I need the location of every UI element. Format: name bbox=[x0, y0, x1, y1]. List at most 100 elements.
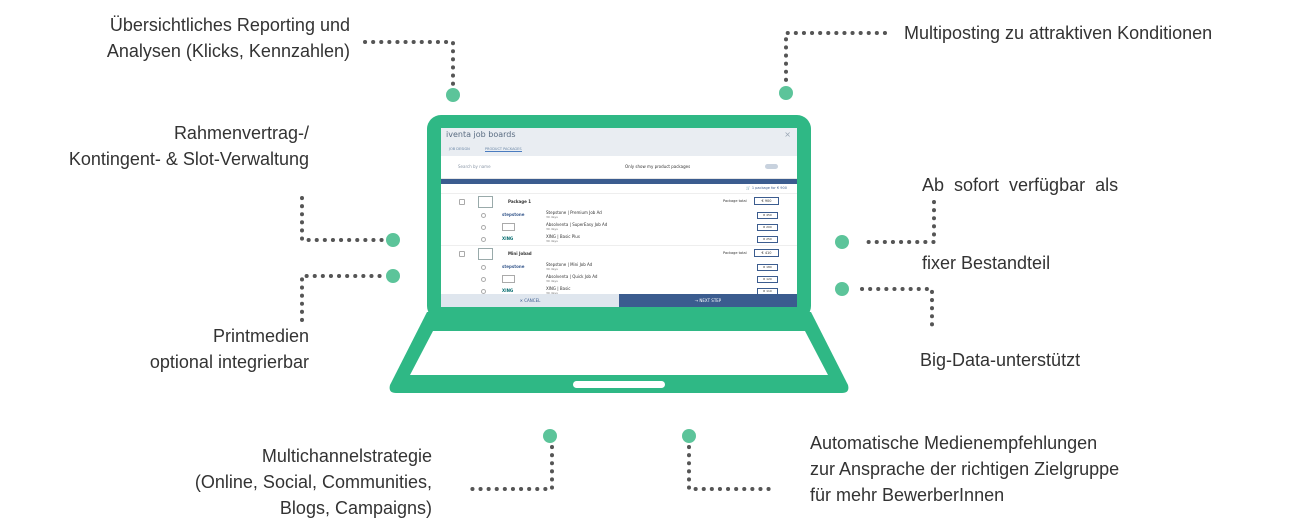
item-name: Stepstone | Premium Job Ad bbox=[546, 210, 602, 215]
package-total-label: Package total bbox=[723, 251, 747, 255]
item-days: 30 days bbox=[546, 239, 558, 243]
item-price: € 180 bbox=[757, 264, 778, 271]
package-checkbox[interactable] bbox=[459, 199, 465, 205]
cancel-button[interactable]: ✕ CANCEL bbox=[441, 294, 619, 307]
callout-line: (Online, Social, Communities, bbox=[194, 472, 432, 492]
callout-line: Printmedien bbox=[212, 326, 309, 346]
item-logo bbox=[502, 223, 515, 231]
callout-rahmenvertrag: Rahmenvertrag-/ Kontingent- & Slot-Verwa… bbox=[69, 120, 309, 172]
callout-reporting: Übersichtliches Reporting und Analysen (… bbox=[107, 12, 350, 64]
next-step-button[interactable]: → NEXT STEP bbox=[619, 294, 797, 307]
item-logo: XING bbox=[502, 236, 514, 241]
dot-multichannel bbox=[543, 429, 557, 443]
package-total: € 900 bbox=[754, 197, 779, 205]
callout-line: Automatische Medienempfehlungen bbox=[810, 433, 1098, 453]
callout-medien: Automatische Medienempfehlungen zur Ansp… bbox=[810, 430, 1119, 508]
callout-line: Analysen (Klicks, Kennzahlen) bbox=[106, 41, 350, 61]
callout-line: Blogs, Campaigns) bbox=[279, 498, 432, 518]
item-logo: XING bbox=[502, 288, 514, 293]
item-logo bbox=[502, 275, 515, 283]
search-input[interactable]: Search by name bbox=[458, 164, 491, 169]
connector-multiposting bbox=[784, 31, 887, 82]
only-show-toggle[interactable] bbox=[765, 164, 778, 169]
callout-multiposting: Multiposting zu attraktiven Konditionen bbox=[904, 20, 1212, 46]
package-name: Mini Jobad bbox=[508, 251, 532, 256]
connector-bigdata bbox=[860, 287, 934, 334]
item-price: € 250 bbox=[757, 236, 778, 243]
list-item[interactable]: stepstone Stepstone | Mini Job Ad 30 day… bbox=[441, 261, 797, 273]
connector-printmedien bbox=[300, 274, 388, 322]
dot-bigdata bbox=[835, 282, 849, 296]
dot-printmedien bbox=[386, 269, 400, 283]
cart-summary: 🛒 1 package for € 900 bbox=[746, 186, 787, 190]
item-radio[interactable] bbox=[481, 237, 486, 242]
tab-product-packages[interactable]: PRODUCT PACKAGES bbox=[484, 147, 522, 152]
callout-line: Kontingent- & Slot-Verwaltung bbox=[68, 149, 309, 169]
item-days: 30 days bbox=[546, 227, 558, 231]
dot-sofort bbox=[835, 235, 849, 249]
item-name: Stepstone | Mini Job Ad bbox=[546, 262, 593, 267]
package-total: € 410 bbox=[754, 249, 779, 257]
item-price: € 200 bbox=[757, 224, 778, 231]
tab-job-design[interactable]: JOB DESIGN bbox=[449, 147, 470, 151]
package-row[interactable]: Mini Jobad Package total € 410 bbox=[441, 245, 797, 261]
app-footer: ✕ CANCEL → NEXT STEP bbox=[441, 294, 797, 307]
search-row: Search by name Only show my product pack… bbox=[441, 156, 797, 179]
connector-dots bbox=[386, 86, 849, 443]
callout-bigdata: Big-Data-unterstützt bbox=[920, 347, 1080, 373]
connector-medien bbox=[687, 445, 776, 491]
callout-line: optional integrierbar bbox=[149, 352, 309, 372]
app-tabs: JOB DESIGN PRODUCT PACKAGES bbox=[441, 147, 797, 156]
cart-summary-text: 1 package for € 900 bbox=[751, 186, 787, 190]
item-name: XING | Basic bbox=[546, 286, 571, 291]
item-logo: stepstone bbox=[502, 264, 525, 269]
app-header: iventa job boards × bbox=[441, 128, 797, 147]
package-box-icon bbox=[478, 196, 493, 208]
list-item[interactable]: XING XING | Basic Plus 30 days € 250 bbox=[441, 233, 797, 245]
callout-line: für mehr BewerberInnen bbox=[810, 485, 1005, 505]
package-name: Package 1 bbox=[508, 199, 532, 204]
item-name: Absolventa | SuperEasy Job Ad bbox=[546, 222, 608, 227]
item-radio[interactable] bbox=[481, 213, 486, 218]
package-checkbox[interactable] bbox=[459, 251, 465, 257]
callout-line: Multichannelstrategie bbox=[261, 446, 432, 466]
dot-medien bbox=[682, 429, 696, 443]
dot-multiposting bbox=[779, 86, 793, 100]
item-name: Absolventa | Quick Job Ad bbox=[546, 274, 598, 279]
laptop-trackpad bbox=[573, 381, 665, 388]
callout-line: Big-Data-unterstützt bbox=[920, 350, 1081, 370]
dot-rahmenvertrag bbox=[386, 233, 400, 247]
package-total-label: Package total bbox=[723, 199, 747, 203]
package-box-icon bbox=[478, 248, 493, 260]
laptop-screen: iventa job boards × JOB DESIGN PRODUCT P… bbox=[441, 128, 797, 307]
only-show-label: Only show my product packages bbox=[625, 164, 691, 169]
item-days: 30 days bbox=[546, 267, 558, 271]
item-days: 30 days bbox=[546, 215, 558, 219]
list-item[interactable]: Absolventa | Quick Job Ad 30 days € 120 bbox=[441, 273, 797, 285]
item-radio[interactable] bbox=[481, 289, 486, 294]
connector-multichannel bbox=[468, 445, 554, 491]
package-row[interactable]: Package 1 Package total € 900 bbox=[441, 193, 797, 209]
item-price: € 450 bbox=[757, 212, 778, 219]
callout-line: Ab sofort verfügbar als bbox=[922, 175, 1119, 195]
connector-sofort bbox=[860, 200, 936, 244]
dot-reporting bbox=[446, 88, 460, 102]
callout-line: zur Ansprache der richtigen Zielgruppe bbox=[810, 459, 1120, 479]
connector-reporting bbox=[363, 40, 455, 90]
item-radio[interactable] bbox=[481, 277, 486, 282]
item-radio[interactable] bbox=[481, 265, 486, 270]
connector-rahmenvertrag bbox=[300, 196, 388, 242]
item-days: 30 days bbox=[546, 279, 558, 283]
connector-lines bbox=[300, 31, 936, 491]
list-item[interactable]: Absolventa | SuperEasy Job Ad 30 days € … bbox=[441, 221, 797, 233]
callout-multichannel: Multichannelstrategie (Online, Social, C… bbox=[195, 443, 432, 521]
item-radio[interactable] bbox=[481, 225, 486, 230]
list-item[interactable]: stepstone Stepstone | Premium Job Ad 30 … bbox=[441, 209, 797, 221]
item-days: 30 days bbox=[546, 291, 558, 295]
callout-line: Übersichtliches Reporting und bbox=[109, 15, 350, 35]
callout-line: fixer Bestandteil bbox=[922, 253, 1051, 273]
header-divider-bar bbox=[441, 179, 797, 184]
laptop-keyboard-area bbox=[410, 331, 828, 375]
close-icon[interactable]: × bbox=[784, 130, 791, 139]
item-logo: stepstone bbox=[502, 212, 525, 217]
